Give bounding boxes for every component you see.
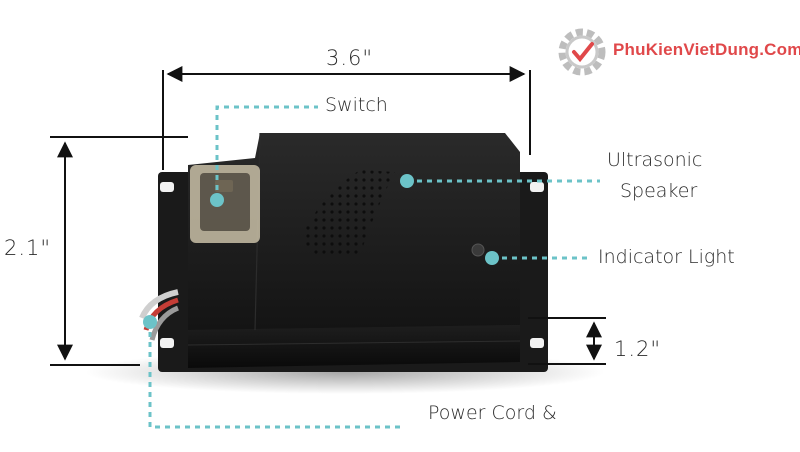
switch-dot <box>210 193 224 207</box>
power-cord-label: Power Cord & <box>428 402 557 424</box>
switch-leader <box>215 105 318 200</box>
height-dimension <box>50 136 188 366</box>
depth-dimension <box>528 317 606 365</box>
power-cord-dot <box>143 315 157 329</box>
power-cord-leader <box>148 322 400 429</box>
depth-label: 1.2" <box>614 337 662 361</box>
switch-label: Switch <box>325 94 388 116</box>
indicator-dot <box>485 251 499 265</box>
height-label: 2.1" <box>4 236 52 260</box>
speaker-label-line1: Ultrasonic <box>607 149 703 171</box>
watermark-text: PhuKienVietDung.Com <box>613 40 800 59</box>
speaker-dot <box>400 174 414 188</box>
width-dimension <box>162 66 531 170</box>
speaker-label-line2: Speaker <box>620 180 698 202</box>
callout-lines <box>148 105 600 429</box>
width-label: 3.6" <box>326 46 374 70</box>
indicator-led <box>471 243 485 257</box>
rocker-switch <box>190 165 260 243</box>
speaker-grille <box>300 170 395 258</box>
indicator-label: Indicator Light <box>598 246 735 268</box>
gear-icon <box>558 28 606 76</box>
